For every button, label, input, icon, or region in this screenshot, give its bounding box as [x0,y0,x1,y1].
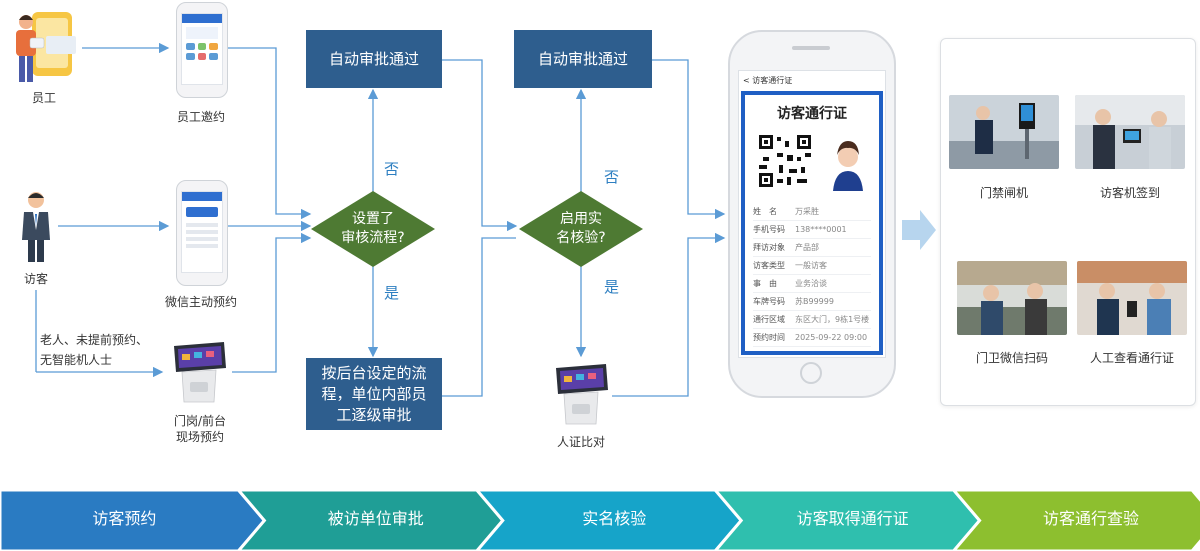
employee-illustration [6,8,78,86]
pass-title: 访客通行证 [777,106,847,122]
manual-approve-box: 按后台设定的流 程，单位内部员 工逐级审批 [306,358,442,430]
visitor-photo [825,131,871,191]
elderly-label: 老人、未提前预约、 无智能机人士 [40,333,149,367]
pass-info-row: 通行区域 东区大门，9栋1号楼 [753,311,871,329]
verification-label-4: 人工查看通行证 [1089,351,1174,365]
visitor-pass-phone: < 访客通行证 访客通行证 [728,30,896,398]
pass-row-key: 访客类型 [753,261,785,270]
gate-turnstile-photo [949,95,1059,169]
pass-row-value: 一般访客 [795,261,827,270]
pass-info-row: 访客类型 一般访客 [753,257,871,275]
verification-label-1: 门禁闸机 [979,186,1028,200]
pass-row-key: 事 由 [753,279,777,288]
wechat-booking-label: 微信主动预约 [164,295,237,309]
pass-info-row: 姓 名 万采胜 [753,203,871,221]
kiosk-checkin-photo [1075,95,1185,169]
pass-row-key: 姓 名 [753,207,777,216]
pass-row-key: 预约时间 [753,333,785,342]
kiosk-icon [174,342,226,403]
pass-row-value: 东区大门，9栋1号楼 [795,315,870,324]
stage-label: 实名核验 [582,509,647,528]
pass-row-key: 手机号码 [753,225,785,234]
pass-info-row: 拜访对象 产品部 [753,239,871,257]
phone-screen: < 访客通行证 访客通行证 [738,70,886,358]
pass-row-key: 通行区域 [753,315,785,324]
stage-chevron [474,490,744,551]
pass-row-key: 拜访对象 [753,243,785,252]
pass-frame: 访客通行证 [741,91,883,355]
verification-panel: 门禁闸机 访客机签到 门卫微信扫码 [940,38,1196,406]
pass-nav-title[interactable]: < 访客通行证 [743,76,793,85]
gate-booking-label: 门岗/前台 现场预约 [173,414,227,444]
visitor-label: 访客 [23,272,48,286]
businessman-icon [22,192,50,262]
stage-label: 访客取得通行证 [796,509,909,528]
kiosk-icon [556,364,608,425]
auto-approve-box-2: 自动审批通过 [514,30,652,88]
no-label-2: 否 [604,168,620,186]
decision-diamond-2 [519,191,643,267]
stage-label: 访客通行查验 [1042,509,1139,528]
pass-row-value: 138****0001 [795,225,847,234]
wechat-booking-phone [176,180,228,286]
auto-approve-box-1: 自动审批通过 [306,30,442,88]
verification-label-2: 访客机签到 [1099,186,1160,200]
pass-row-value: 产品部 [795,243,819,252]
visitor-illustration [20,190,52,264]
stage-label: 访客预约 [92,509,157,528]
yes-label-2: 是 [604,278,620,296]
employee-invite-label: 员工邀约 [176,110,225,124]
pass-row-value: 2025-09-22 09:00 [795,333,868,342]
pass-row-value: 业务洽谈 [795,279,827,288]
pass-row-value: 苏B99999 [795,297,834,306]
decision-diamond-1 [311,191,435,267]
stage-chevron [951,490,1200,551]
stage-chevron [713,490,982,551]
employee-invite-phone [176,2,228,98]
employee-label: 员工 [31,91,56,105]
employee-icon [16,12,76,82]
pass-info-row: 事 由 业务洽谈 [753,275,871,293]
gate-kiosk [168,340,230,406]
no-label-1: 否 [384,160,400,178]
phone-speaker [792,46,830,50]
id-compare-label: 人证比对 [556,435,605,449]
guard-scan-photo [957,261,1067,335]
pass-info-row: 预约时间 2025-09-22 09:00 [753,329,871,347]
pass-info-row: 车牌号码 苏B99999 [753,293,871,311]
pass-row-value: 万采胜 [795,207,819,216]
pass-card: 访客通行证 [745,95,879,351]
decision-2-text: 启用实 名核验? [556,211,606,246]
yes-label-1: 是 [384,284,400,302]
id-compare-kiosk [550,362,612,428]
qr-code-icon [757,133,813,189]
process-stages [0,490,1200,551]
verification-label-3: 门卫微信扫码 [975,351,1048,365]
pass-row-key: 车牌号码 [753,297,785,306]
stage-chevron [236,490,505,551]
stage-chevron [0,490,267,551]
decision-1-text: 设置了 审核流程? [341,211,405,246]
home-button[interactable] [800,362,822,384]
pass-info-row: 手机号码 138****0001 [753,221,871,239]
stage-label: 被访单位审批 [327,509,424,528]
manual-check-photo [1077,261,1187,335]
